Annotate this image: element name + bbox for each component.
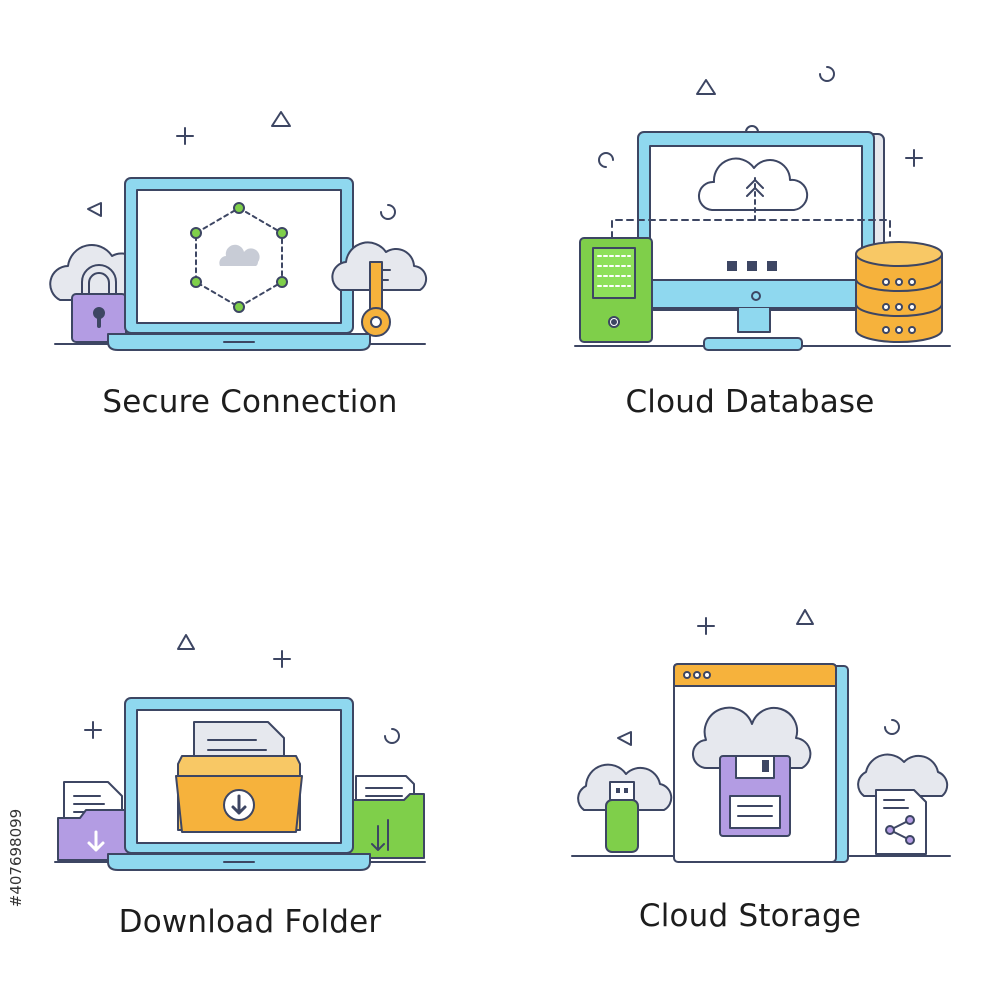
tile-caption: Cloud Database: [625, 384, 875, 420]
tile-secure-connection: Secure Connection: [0, 0, 500, 500]
secure-connection-icon: [49, 111, 428, 351]
stock-id-text: #407698099: [7, 808, 25, 908]
cloud-storage-icon: [571, 609, 951, 863]
tile-cloud-storage: Cloud Storage: [500, 500, 1000, 1000]
tile-cloud-database: Cloud Database: [500, 0, 1000, 500]
download-folder-icon: [54, 634, 426, 871]
tile-download-folder: Download Folder: [0, 500, 500, 1000]
cloud-database-icon: [574, 66, 951, 351]
tile-caption: Secure Connection: [102, 384, 398, 420]
tile-caption: Cloud Storage: [638, 898, 862, 934]
tile-caption: Download Folder: [118, 904, 382, 940]
stock-id-watermark: #407698099: [6, 758, 26, 958]
